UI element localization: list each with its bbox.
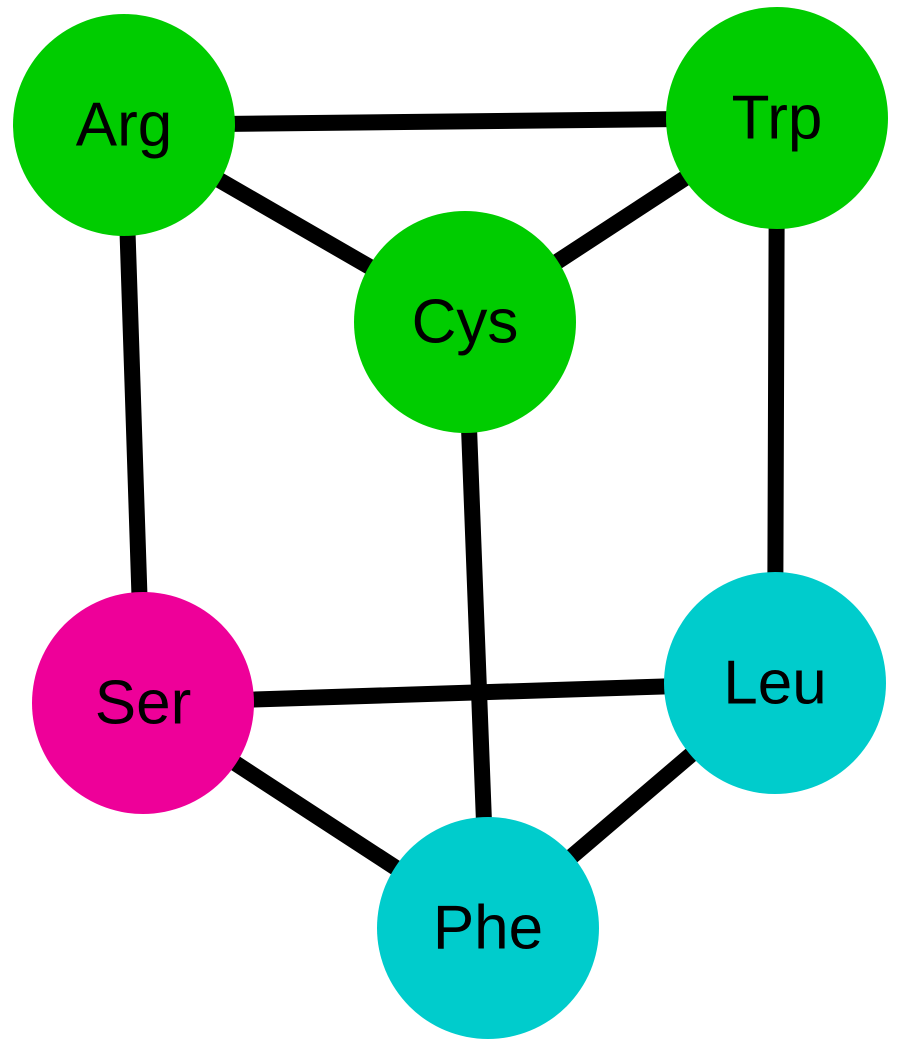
- node-leu: Leu: [664, 572, 886, 794]
- node-phe: Phe: [377, 817, 599, 1039]
- node-circle-leu: [664, 572, 886, 794]
- node-label-ser: Ser: [95, 669, 191, 738]
- node-circle-trp: [666, 7, 888, 229]
- node-ser: Ser: [32, 592, 254, 814]
- node-label-leu: Leu: [723, 649, 826, 718]
- node-cys: Cys: [354, 211, 576, 433]
- node-circle-phe: [377, 817, 599, 1039]
- node-arg: Arg: [13, 14, 235, 236]
- node-circle-ser: [32, 592, 254, 814]
- node-label-phe: Phe: [433, 894, 543, 963]
- node-label-cys: Cys: [412, 288, 519, 357]
- node-circle-cys: [354, 211, 576, 433]
- node-circle-arg: [13, 14, 235, 236]
- node-label-arg: Arg: [76, 91, 172, 160]
- node-label-trp: Trp: [732, 84, 823, 153]
- node-trp: Trp: [666, 7, 888, 229]
